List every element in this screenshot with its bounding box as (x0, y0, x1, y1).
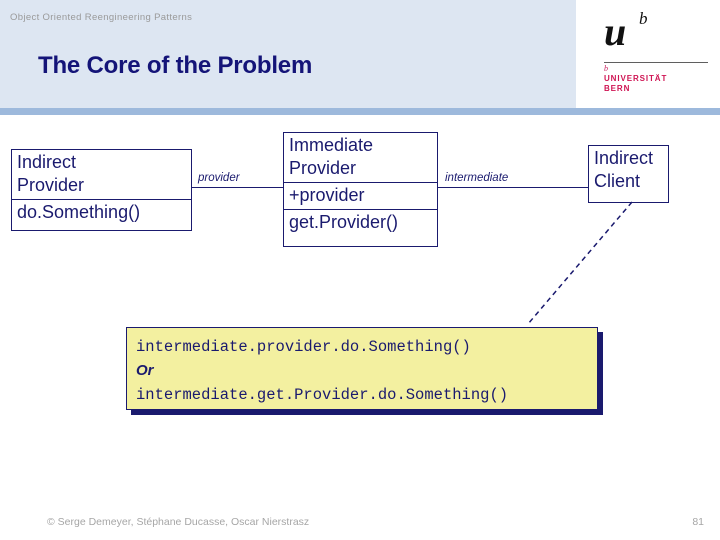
class-title-line2: Provider (289, 158, 357, 178)
uml-class-diagram: provider intermediate Indirect Provider … (0, 115, 720, 415)
slide-header: Object Oriented Reengineering Patterns T… (0, 0, 720, 108)
association-line-intermediate (437, 187, 589, 188)
compartment-divider (284, 209, 437, 210)
note-or-label: Or (136, 362, 154, 379)
presentation-kicker: Object Oriented Reengineering Patterns (10, 12, 193, 23)
association-label-intermediate: intermediate (445, 172, 509, 184)
class-title-line1: Indirect (17, 152, 77, 172)
class-box-immediate-provider[interactable]: Immediate Provider +provider get.Provide… (283, 132, 438, 247)
logo-panel (576, 0, 720, 108)
compartment-divider (12, 199, 191, 200)
class-name-compartment: Indirect Client (589, 146, 668, 195)
class-box-indirect-provider[interactable]: Indirect Provider do.Something() (11, 149, 192, 231)
class-title-line2: Provider (17, 175, 85, 195)
class-name-compartment: Immediate Provider (284, 133, 437, 182)
note-code-line-1: intermediate.provider.do.Something() (136, 338, 471, 356)
class-attribute: +provider (289, 185, 365, 205)
code-note-box: intermediate.provider.do.Something() Or … (126, 327, 598, 410)
slide-footer: © Serge Demeyer, Stéphane Ducasse, Oscar… (0, 505, 720, 540)
class-title-line1: Indirect (594, 148, 654, 168)
university-bern-logo: u b b UNIVERSITÄT BERN (604, 10, 714, 98)
class-operation: get.Provider() (289, 212, 399, 232)
logo-letter-u: u (604, 9, 627, 54)
class-operation: do.Something() (17, 202, 141, 222)
class-name-compartment: Indirect Provider (12, 150, 191, 199)
footer-page-number: 81 (692, 516, 704, 528)
logo-tick-mark: b (604, 64, 608, 73)
logo-wordmark-line2: BERN (604, 84, 631, 93)
association-label-provider: provider (198, 172, 240, 184)
logo-superscript-b: b (639, 9, 648, 28)
footer-copyright: © Serge Demeyer, Stéphane Ducasse, Oscar… (47, 516, 310, 528)
class-box-indirect-client[interactable]: Indirect Client (588, 145, 669, 203)
class-title-line1: Immediate (289, 135, 374, 155)
logo-wordmark: UNIVERSITÄT BERN (604, 74, 667, 94)
logo-wordmark-line1: UNIVERSITÄT (604, 74, 668, 83)
association-line-provider (191, 187, 284, 188)
header-rule (0, 108, 720, 115)
note-code-line-2: intermediate.get.Provider.do.Something() (136, 386, 509, 404)
note-connector-dashed-line (527, 201, 633, 325)
page-title: The Core of the Problem (38, 52, 313, 79)
logo-divider (604, 62, 708, 63)
compartment-divider (284, 182, 437, 183)
class-title-line2: Client (594, 171, 641, 191)
